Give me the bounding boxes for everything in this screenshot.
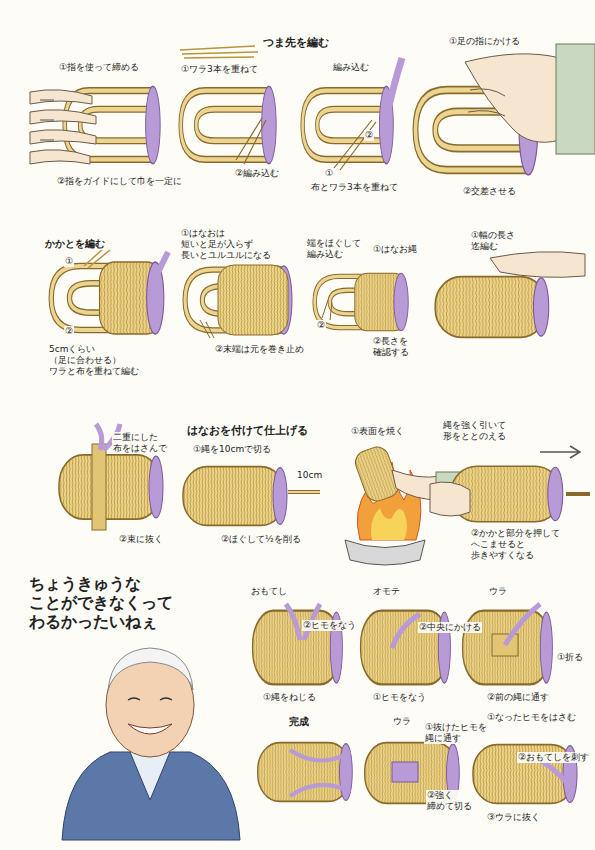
note-label: ②かかと部分を押して へこませると 歩きやすくなる — [470, 528, 561, 560]
note-label: ② — [364, 130, 374, 141]
drawing-part — [468, 89, 505, 116]
drawing-part — [150, 252, 168, 290]
note-label: ウラ — [488, 586, 508, 597]
drawing-part — [218, 265, 288, 335]
drawing-part — [181, 86, 276, 163]
note-label: ① — [324, 168, 334, 179]
drawing-part — [465, 54, 560, 142]
drawing-part — [385, 58, 402, 124]
note-label: ①幅の長さ 迄編む — [470, 230, 516, 252]
note-label: ②交差させる — [462, 186, 517, 197]
note-label: ②末端は元を巻き止め — [214, 344, 305, 355]
step-heading: かかとを編む — [44, 238, 106, 250]
drawing-part — [345, 540, 425, 565]
drawing-part — [183, 467, 287, 526]
note-label: ① — [64, 256, 74, 267]
note-label: ② — [64, 326, 74, 337]
note-label: 端をほぐして 編み込む — [306, 238, 362, 260]
note-label: ①はなお縄 — [372, 244, 418, 255]
speech-text: ちょうきゅうな ことができなくって わるかったいねぇ — [28, 574, 174, 632]
drawing-part — [130, 752, 170, 800]
note-label: 10cm — [296, 470, 323, 481]
note-label: 布とワラ3本を重ねて — [310, 182, 399, 193]
note-label: ② — [316, 320, 326, 331]
note-label: ①表面を焼く — [350, 426, 405, 437]
note-label: ①ワラ3本を重ねて — [180, 64, 259, 75]
note-label: 編み込む — [332, 62, 370, 73]
note-label: ③ウラに抜く — [486, 812, 541, 823]
drawing-part — [540, 760, 572, 790]
drawing-part — [185, 266, 292, 334]
drawing-part — [51, 262, 164, 334]
drawing-part — [303, 86, 394, 163]
note-label: おもてし — [250, 586, 288, 597]
note-label: ②中央にかける — [418, 622, 482, 633]
step-heading: はなおを付けて仕上げる — [186, 424, 309, 437]
note-label: ②長さを 確認する — [372, 336, 410, 358]
drawing-part — [556, 44, 595, 154]
drawing-part — [334, 120, 376, 170]
drawing-part — [490, 252, 585, 278]
drawing-part — [392, 614, 420, 648]
drawing-part — [505, 604, 540, 645]
drawing-part — [435, 277, 548, 338]
note-label: ①縄をねじる — [262, 692, 317, 703]
drawing-part — [322, 300, 332, 320]
drawing-part — [92, 444, 106, 530]
drawing-part — [290, 750, 350, 796]
drawing-part — [288, 490, 320, 494]
drawing-part — [540, 446, 580, 458]
note-label: ②強く 締めて切る — [426, 790, 473, 812]
drawing-part — [236, 118, 266, 164]
note-label: ①折る — [556, 652, 584, 663]
drawing-part — [128, 698, 172, 700]
drawing-part — [180, 46, 258, 58]
note-label: 5cmくらい（足に合わせる） ワラと布を重ねて編む — [48, 344, 140, 376]
drawing-part — [59, 455, 163, 519]
drawing-part — [430, 482, 470, 516]
note-label: 縄を強く引いて 形をととのえる — [442, 420, 507, 442]
note-label: ②前の縄に通す — [486, 692, 550, 703]
drawing-part — [30, 90, 96, 164]
note-label: 二重にした 布をはさんで — [112, 432, 168, 454]
step-heading: 完成 — [288, 716, 310, 728]
note-label: ①足の指にかける — [448, 36, 521, 47]
drawing-part — [40, 100, 54, 140]
drawing-part — [315, 273, 409, 331]
note-label: ②ほぐして½を削る — [220, 534, 302, 545]
note-label: ②ヒモをなう — [302, 620, 357, 631]
note-label: ①抜けたヒモを 縄に通す — [424, 722, 488, 744]
note-label: ①はなおは 短いと足が入らず 長いとユルユルになる — [180, 228, 272, 260]
drawing-part — [62, 752, 240, 840]
drawing-part — [258, 743, 353, 802]
drawing-part — [566, 492, 590, 496]
note-label: ②指をガイドにして巾を一定に — [56, 176, 183, 187]
note-label: ①なったヒモをはさむ — [486, 712, 577, 723]
drawing-part — [128, 724, 172, 734]
drawing-part — [288, 491, 320, 493]
drawing-part — [200, 320, 214, 338]
note-label: ①指を使って締める — [58, 62, 140, 73]
note-label: ②おもてしを刺す — [517, 752, 590, 763]
note-label: ②束に抜く — [118, 534, 164, 545]
note-label: ウラ — [392, 716, 412, 727]
note-label: ①ヒモをなう — [372, 692, 427, 703]
drawing-part — [84, 248, 110, 268]
step-drawing — [30, 44, 595, 840]
drawing-part — [108, 648, 193, 690]
drawing-part — [371, 508, 407, 540]
step-heading: つま先を編む — [262, 36, 330, 49]
note-label: オモテ — [372, 586, 401, 597]
note-label: ②編み込む — [234, 168, 280, 179]
note-label: ①縄を10cmで切る — [192, 444, 272, 455]
drawing-part — [392, 762, 418, 782]
